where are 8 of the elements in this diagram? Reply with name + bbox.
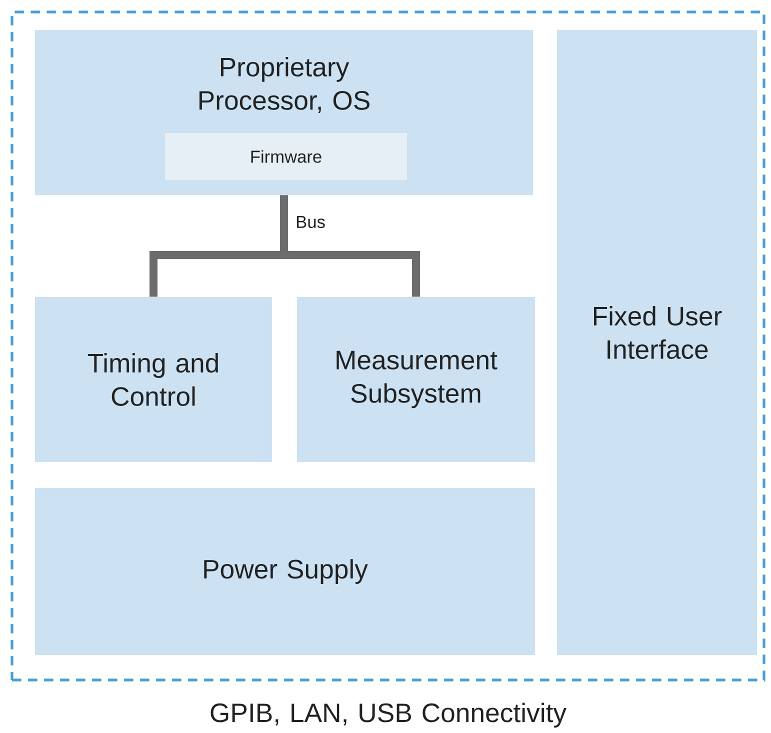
edge-label: Bus xyxy=(294,214,327,230)
timing-box: Timing and Control xyxy=(35,297,272,462)
node-label: GPIB, LAN, USB Connectivity xyxy=(210,702,566,728)
firmware-box: Firmware xyxy=(165,133,407,180)
bus-line xyxy=(280,195,420,297)
measurement-box: Measurement Subsystem xyxy=(297,297,535,462)
power-supply-box: Power Supply xyxy=(35,488,535,655)
user-interface-box: Fixed User Interface xyxy=(557,30,757,655)
